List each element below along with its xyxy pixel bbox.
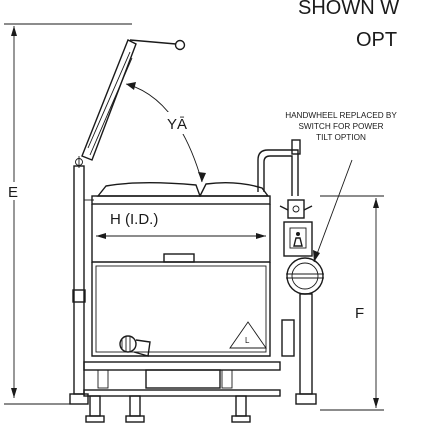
dimension-f-label: F [355, 305, 364, 322]
open-lid [75, 39, 186, 166]
header-line-1: SHOWN W [298, 0, 399, 19]
lid-angle-label: YĀ [167, 116, 187, 133]
note-line-2: SWITCH FOR POWER [298, 122, 383, 131]
note-line-1: HANDWHEEL REPLACED BY [285, 111, 397, 120]
lid-angle-arc: YĀ [125, 82, 206, 183]
warning-symbol: L [245, 336, 250, 345]
warning-icon [229, 321, 267, 349]
dimension-e-label: E [8, 184, 18, 201]
note-line-3: TILT OPTION [316, 133, 366, 142]
drain-valve-icon [119, 335, 151, 357]
dimension-h-label: H (I.D.) [110, 211, 158, 228]
header-line-2: OPT [356, 29, 397, 51]
left-support-column [69, 156, 94, 405]
tilt-option-note: HANDWHEEL REPLACED BY SWITCH FOR POWER T… [285, 111, 397, 142]
base-frame [83, 361, 281, 423]
tilt-note-leader [313, 159, 353, 263]
right-pedestal [257, 139, 324, 405]
lid-knob-icon [174, 39, 186, 51]
kettle-body: L [91, 181, 271, 357]
dimension-h: H (I.D.) [96, 211, 266, 239]
dimension-e: E [4, 23, 132, 405]
dimension-f: F [320, 195, 384, 411]
